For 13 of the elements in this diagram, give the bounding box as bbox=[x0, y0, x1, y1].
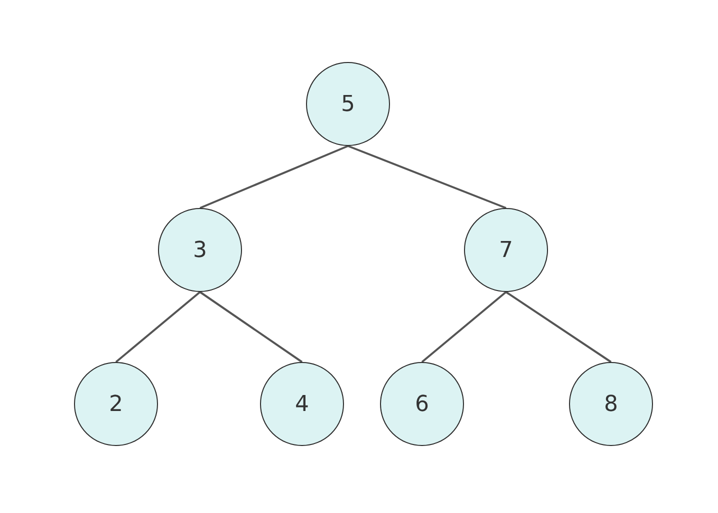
tree-edge-line bbox=[200, 145, 348, 209]
tree-edge-line bbox=[199, 291, 303, 363]
tree-edge-line bbox=[348, 145, 506, 209]
tree-edge-line bbox=[115, 291, 201, 363]
node-value: 7 bbox=[499, 238, 513, 262]
tree-edge-line bbox=[421, 291, 507, 363]
node-value: 8 bbox=[604, 392, 618, 416]
node-value: 4 bbox=[295, 392, 309, 416]
tree-edge-line bbox=[505, 291, 612, 363]
node-value: 3 bbox=[193, 238, 207, 262]
node-value: 6 bbox=[415, 392, 429, 416]
node-value: 5 bbox=[341, 92, 355, 116]
node-value: 2 bbox=[109, 392, 123, 416]
